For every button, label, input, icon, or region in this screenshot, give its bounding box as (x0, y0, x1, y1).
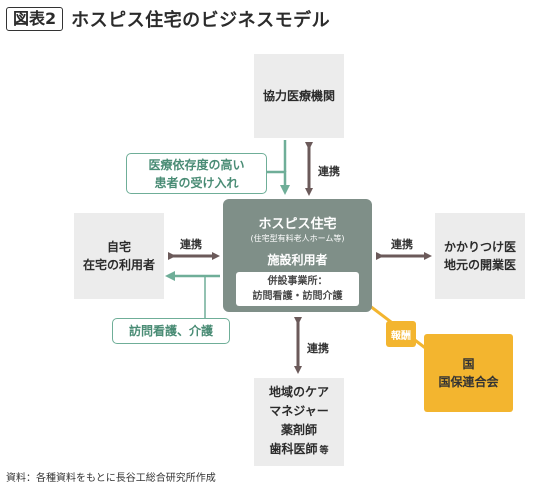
node-nation: 国 国保連合会 (424, 334, 513, 412)
relation-label-bottom: 連携 (307, 342, 329, 355)
figure-header: 図表2 ホスピス住宅のビジネスモデル (6, 6, 330, 32)
attached-office: 併設事業所： 訪問看護・訪問介護 (236, 272, 359, 306)
relation-label-top: 連携 (318, 165, 340, 178)
diagram-title: ホスピス住宅のビジネスモデル (71, 10, 331, 31)
relation-label-right: 連携 (391, 238, 413, 251)
callout-patient-acceptance: 医療依存度の高い 患者の受け入れ (126, 153, 267, 194)
relation-label-left: 連携 (180, 238, 202, 251)
node-home: 自宅 在宅の利用者 (74, 213, 164, 299)
center-subtitle: (住宅型有料老人ホーム等) (250, 234, 345, 243)
reward-badge: 報酬 (386, 321, 416, 347)
callout-visit-care: 訪問看護、介護 (112, 318, 230, 344)
node-hospice-housing: ホスピス住宅 (住宅型有料老人ホーム等) 施設利用者 併設事業所： 訪問看護・訪… (223, 199, 372, 312)
node-medical-institution: 協力医療機関 (254, 54, 344, 138)
figure-label: 図表2 (6, 7, 64, 31)
center-title: ホスピス住宅 (258, 217, 337, 232)
node-clinic: かかりつけ医 地元の開業医 (435, 213, 525, 299)
arrow-acceptance (265, 170, 290, 195)
source-note: 資料：各種資料をもとに長谷工総合研究所作成 (6, 473, 216, 484)
node-local-care: 地域のケア マネジャー 薬剤師 歯科医師等 (254, 378, 344, 466)
center-user: 施設利用者 (267, 253, 328, 267)
